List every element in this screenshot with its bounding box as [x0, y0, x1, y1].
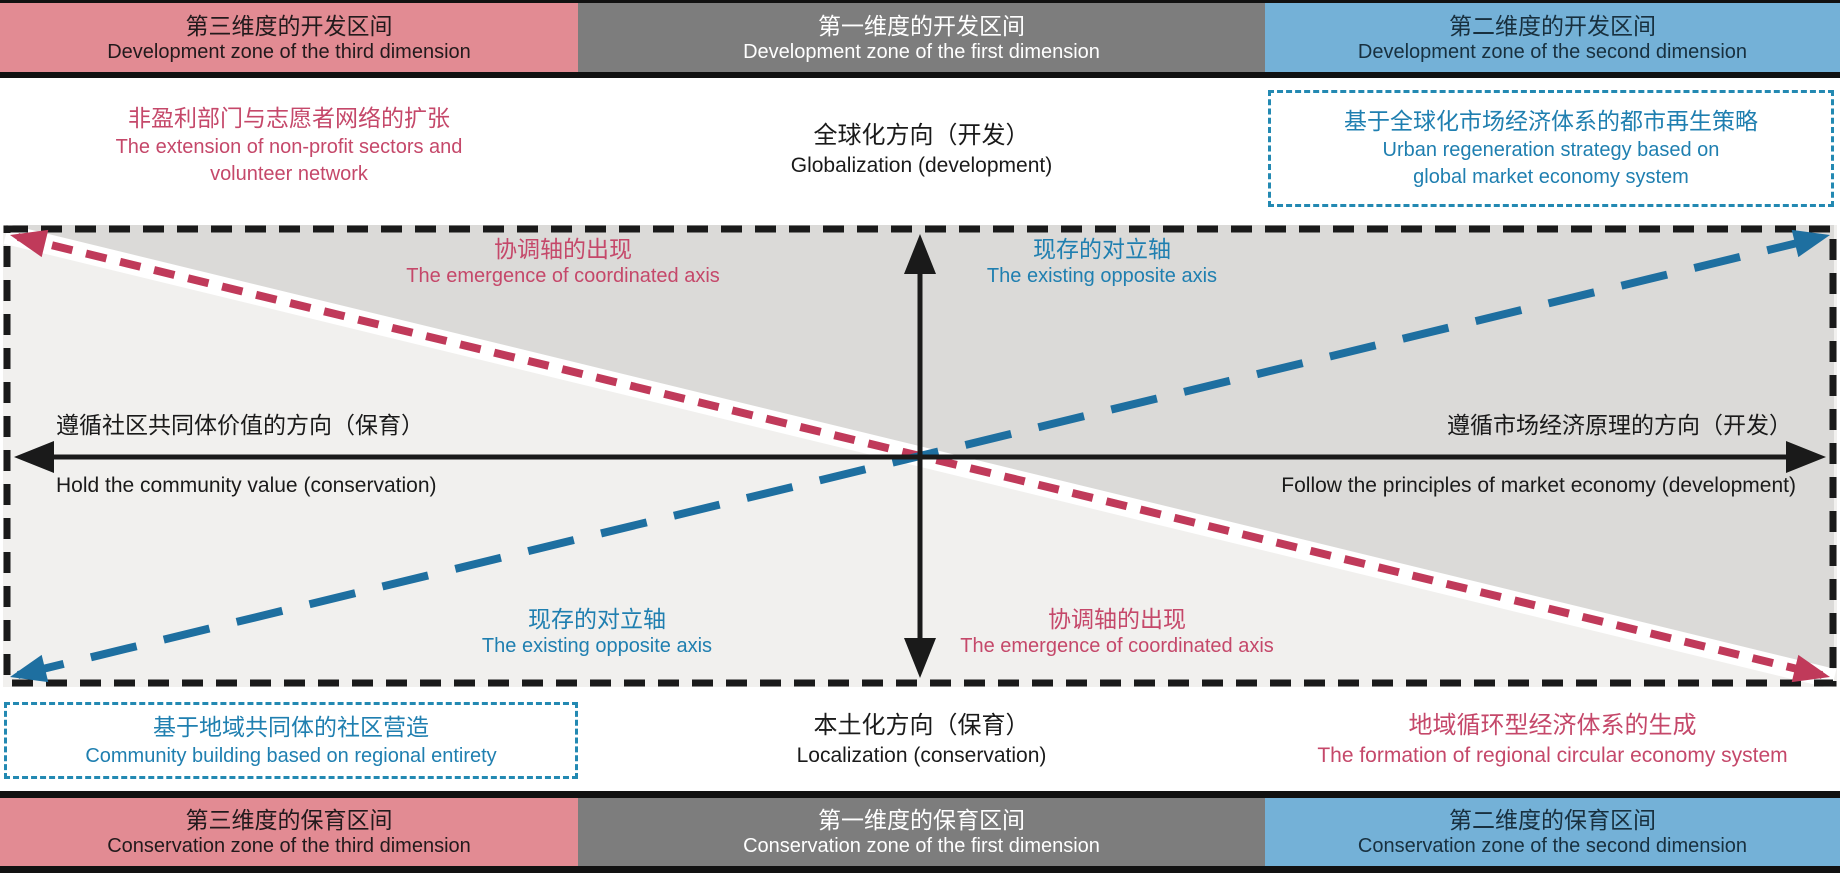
- quadrant-label-top-right: 现存的对立轴 The existing opposite axis: [987, 236, 1217, 290]
- label-zh: 非盈利部门与志愿者网络的扩张: [128, 105, 450, 131]
- label-zh: 现存的对立轴: [527, 606, 666, 632]
- label-zh: 现存的对立轴: [1032, 236, 1171, 262]
- band-label-en: Development zone of the first dimension: [743, 40, 1100, 63]
- axis-label-right-zh: 遵循市场经济原理的方向（开发）: [1447, 412, 1792, 438]
- header-separator-line: [0, 72, 1840, 78]
- conservation-zone-third-band: 第三维度的保育区间 Conservation zone of the third…: [0, 798, 578, 866]
- axis-label-right-en: Follow the principles of market economy …: [1281, 474, 1796, 497]
- diagram-dashed-border: [3, 225, 1837, 687]
- top-border-line: [0, 0, 1840, 3]
- axes-diagram: 协调轴的出现 The emergence of coordinated axis…: [0, 222, 1840, 690]
- blue-arrowhead-top-right: [1791, 229, 1830, 258]
- label-en: The existing opposite axis: [481, 635, 713, 657]
- band-label-en: Conservation zone of the second dimensio…: [1357, 835, 1748, 857]
- axis-label-left-zh: 遵循社区共同体价值的方向（保育）: [56, 412, 424, 438]
- band-label-en: Development zone of the second dimension: [1357, 40, 1748, 63]
- label-en-line1: The extension of non-profit sectors and: [115, 136, 463, 158]
- band-label-zh: 第一维度的保育区间: [818, 807, 1025, 833]
- upper-right-cell: 基于全球化市场经济体系的都市再生策略 Urban regeneration st…: [1265, 78, 1840, 222]
- urban-regeneration-strategy-box: 基于全球化市场经济体系的都市再生策略 Urban regeneration st…: [1268, 90, 1834, 207]
- label-en-line2: global market economy system: [1413, 166, 1689, 188]
- development-zone-second-band: 第二维度的开发区间 Development zone of the second…: [1265, 3, 1840, 72]
- quadrant-label-top-left: 协调轴的出现 The emergence of coordinated axis: [406, 236, 720, 290]
- band-label-en: Development zone of the third dimension: [107, 40, 471, 63]
- localization-direction-label: 本土化方向（保育） Localization (conservation): [578, 690, 1265, 791]
- conservation-zone-second-band: 第二维度的保育区间 Conservation zone of the secon…: [1265, 798, 1840, 866]
- band-label-en: Conservation zone of the third dimension: [107, 835, 471, 857]
- quadrant-label-bottom-left: 现存的对立轴 The existing opposite axis: [482, 606, 712, 660]
- nonprofit-extension-label: 非盈利部门与志愿者网络的扩张 The extension of non-prof…: [0, 78, 578, 222]
- upper-annotation-row: 非盈利部门与志愿者网络的扩张 The extension of non-prof…: [0, 78, 1840, 222]
- band-label-zh: 第二维度的开发区间: [1449, 12, 1656, 39]
- label-en: The formation of regional circular econo…: [1317, 744, 1788, 767]
- axis-arrowhead-up: [904, 234, 936, 274]
- red-arrowhead-top-left: [10, 229, 49, 258]
- axis-arrowhead-right: [1786, 441, 1826, 473]
- regional-circular-economy-label: 地域循环型经济体系的生成 The formation of regional c…: [1265, 690, 1840, 791]
- development-zone-first-band: 第一维度的开发区间 Development zone of the first …: [578, 3, 1265, 72]
- label-zh: 全球化方向（开发）: [813, 122, 1030, 149]
- band-label-zh: 第一维度的开发区间: [818, 12, 1025, 39]
- label-zh: 协调轴的出现: [493, 236, 632, 262]
- community-building-box: 基于地域共同体的社区营造 Community building based on…: [4, 702, 578, 779]
- label-en: The emergence of coordinated axis: [960, 635, 1274, 657]
- label-en: Localization (conservation): [796, 744, 1047, 767]
- axis-label-left-en: Hold the community value (conservation): [56, 474, 437, 497]
- label-en-line2: volunteer network: [210, 163, 368, 185]
- lower-annotation-row: 基于地域共同体的社区营造 Community building based on…: [0, 690, 1840, 791]
- development-zone-header-row: 第三维度的开发区间 Development zone of the third …: [0, 3, 1840, 72]
- globalization-direction-label: 全球化方向（开发） Globalization (development): [578, 78, 1265, 222]
- conservation-zone-header-row: 第三维度的保育区间 Conservation zone of the third…: [0, 798, 1840, 866]
- label-zh: 协调轴的出现: [1047, 606, 1186, 632]
- band-label-en: Conservation zone of the first dimension: [743, 835, 1100, 857]
- axis-arrowhead-left: [14, 441, 54, 473]
- band-label-zh: 第二维度的保育区间: [1449, 807, 1656, 833]
- development-zone-third-band: 第三维度的开发区间 Development zone of the third …: [0, 3, 578, 72]
- lower-left-cell: 基于地域共同体的社区营造 Community building based on…: [0, 690, 578, 791]
- bottom-border-line: [0, 866, 1840, 873]
- label-en: Globalization (development): [790, 154, 1053, 177]
- label-en: Community building based on regional ent…: [85, 744, 497, 767]
- label-zh: 地域循环型经济体系的生成: [1408, 712, 1697, 739]
- band-label-zh: 第三维度的保育区间: [185, 807, 393, 833]
- conservation-zone-first-band: 第一维度的保育区间 Conservation zone of the first…: [578, 798, 1265, 866]
- band-label-zh: 第三维度的开发区间: [185, 12, 393, 39]
- label-zh: 本土化方向（保育）: [813, 712, 1030, 739]
- label-en: The emergence of coordinated axis: [406, 265, 720, 287]
- footer-separator-line: [0, 791, 1840, 798]
- label-zh: 基于地域共同体的社区营造: [153, 713, 429, 740]
- axis-arrowhead-down: [904, 638, 936, 678]
- label-zh: 基于全球化市场经济体系的都市再生策略: [1344, 108, 1758, 134]
- quadrant-label-bottom-right: 协调轴的出现 The emergence of coordinated axis: [960, 606, 1274, 660]
- red-arrowhead-bottom-right: [1791, 654, 1830, 683]
- label-en-line1: Urban regeneration strategy based on: [1382, 139, 1720, 161]
- axes-diagram-canvas: [3, 224, 1837, 689]
- blue-arrowhead-bottom-left: [10, 654, 49, 683]
- label-en: The existing opposite axis: [986, 265, 1218, 287]
